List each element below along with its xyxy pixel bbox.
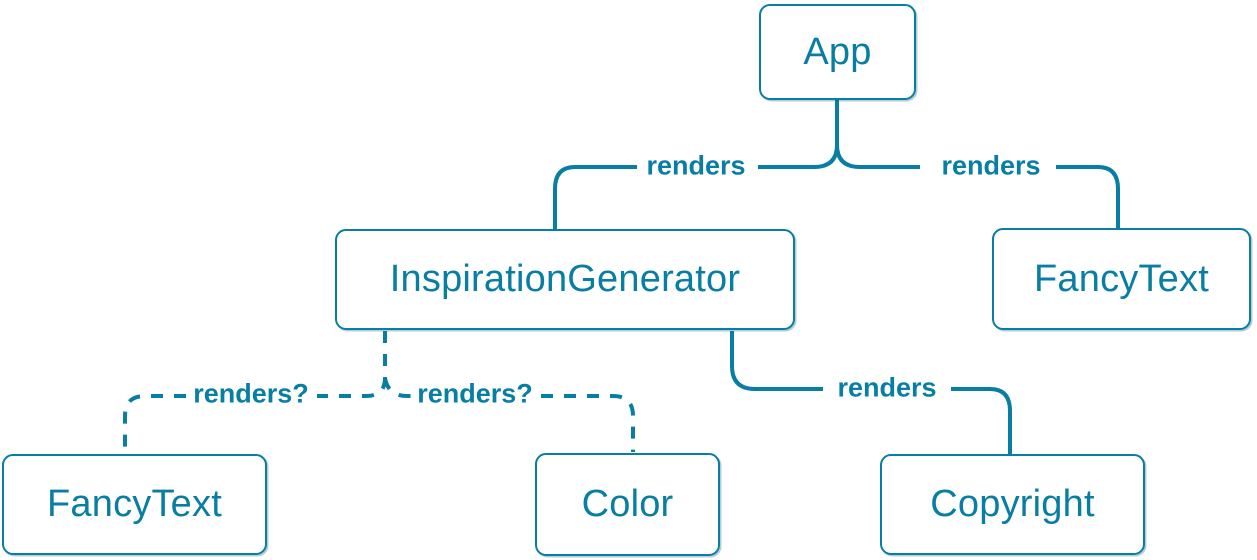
node-inspiration-generator: InspirationGenerator bbox=[335, 229, 795, 330]
node-color: Color bbox=[535, 453, 720, 556]
edge-label-renders-right: renders bbox=[941, 150, 1041, 181]
edge-label-renders-optional-right: renders? bbox=[417, 378, 533, 409]
node-app-label: App bbox=[803, 30, 872, 73]
node-fancy-text-top-label: FancyText bbox=[1034, 257, 1209, 300]
node-copyright-label: Copyright bbox=[930, 483, 1095, 525]
edge-label-renders-optional-left: renders? bbox=[193, 378, 309, 409]
node-fancy-text-bottom-label: FancyText bbox=[47, 483, 222, 525]
edge-inspirationgenerator-to-copyright bbox=[730, 331, 1012, 455]
node-inspiration-generator-label: InspirationGenerator bbox=[389, 258, 741, 300]
edge-label-renders-bottom: renders bbox=[837, 372, 937, 403]
node-copyright: Copyright bbox=[880, 454, 1145, 555]
node-fancy-text-bottom: FancyText bbox=[2, 454, 267, 555]
node-app: App bbox=[759, 4, 916, 100]
node-fancy-text-top: FancyText bbox=[992, 228, 1251, 330]
edge-inspirationgenerator-to-color-optional bbox=[383, 377, 635, 452]
edge-label-renders-left: renders bbox=[646, 150, 746, 181]
edge-app-to-fancytext bbox=[835, 100, 1120, 229]
node-color-label: Color bbox=[581, 483, 674, 525]
